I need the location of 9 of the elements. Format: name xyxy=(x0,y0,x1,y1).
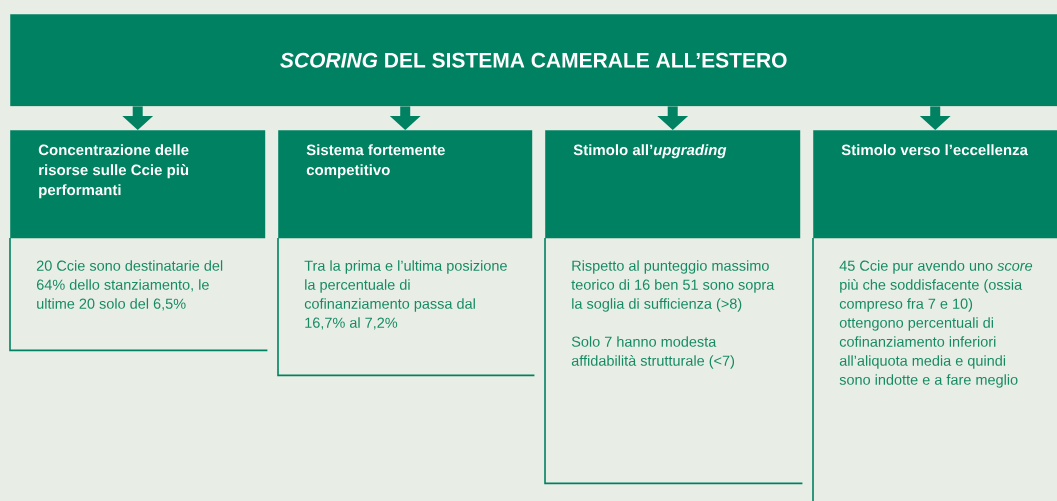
title-banner: SCORING DEL SISTEMA CAMERALE ALL’ESTERO xyxy=(10,14,1057,107)
heading-box: Stimolo verso l’eccellenza xyxy=(813,130,1057,239)
heading-box: Concentrazione delle risorse sulle Ccie più performanti xyxy=(10,130,266,239)
text-panel: 45 Ccie pur avendo uno score più che soddisfacente (ossia compreso fra 7 e 10) ottengono percentuali di cofinanziamento inferiori all’aliquota media e quindi sono indotte e a fare meglio xyxy=(812,237,1033,501)
heading-box: Stimolo all’upgrading xyxy=(545,130,801,239)
text-panel: Tra la prima e l’ultima posizione la percentuale di cofinanziamento passa dal 16,7% al 7,2% xyxy=(277,237,536,377)
heading-box: Sistema fortemente competitivo xyxy=(278,130,533,239)
text-panel: 20 Ccie sono destinatarie del 64% dello stanziamento, le ultime 20 solo del 6,5% xyxy=(9,237,269,352)
text-panel: Rispetto al punteggio massimo teorico di 16 ben 51 sono sopra la soglia di sufficienza (>8) Solo 7 hanno modesta affidabilità strutturale (<7) xyxy=(544,237,804,485)
